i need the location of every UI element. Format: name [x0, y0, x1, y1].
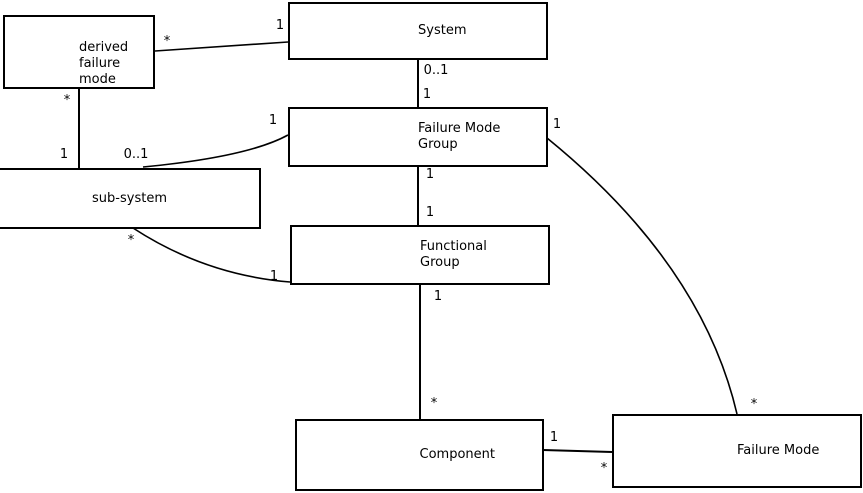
node-sub-system: sub-system	[0, 168, 261, 229]
node-derived-failure-mode: derived failure mode	[3, 15, 155, 89]
mult-sub-system-end-of-failure-mode-group-to-sub-system: 0..1	[123, 147, 149, 162]
node-system: System	[288, 2, 548, 60]
mult-component-end-of-functional-group-to-component: *	[430, 396, 438, 411]
mult-failure-mode-end-of-failure-mode-group-to-failure-mode: *	[750, 397, 758, 412]
mult-failure-mode-group-end-of-failure-mode-group-to-functional-group: 1	[425, 167, 435, 182]
mult-derived-failure-mode-end-of-derived-failure-mode-to-sub-system: *	[63, 93, 71, 108]
mult-failure-mode-end-of-component-to-failure-mode: *	[600, 461, 608, 476]
node-failure-mode-group-label: Failure Mode Group	[418, 121, 501, 152]
node-component: Component	[295, 419, 544, 491]
mult-system-end-of-system-to-failure-mode-group: 0..1	[423, 63, 449, 78]
node-system-label: System	[418, 23, 467, 38]
mult-sub-system-end-of-sub-system-to-functional-group: *	[127, 233, 135, 248]
node-component-label: Component	[419, 447, 495, 462]
mult-failure-mode-group-end-of-failure-mode-group-to-failure-mode: 1	[552, 117, 562, 132]
node-sub-system-label: sub-system	[92, 190, 167, 206]
node-derived-failure-mode-label: derived failure mode	[79, 40, 129, 87]
mult-system-end-of-system-to-derived-failure-mode: 1	[275, 18, 285, 33]
edge-line-component-to-failure-mode	[542, 449, 613, 453]
node-failure-mode: Failure Mode	[612, 414, 862, 488]
mult-sub-system-end-of-derived-failure-mode-to-sub-system: 1	[59, 147, 69, 162]
edge-line-sub-system-to-functional-group	[132, 227, 291, 283]
node-failure-mode-label: Failure Mode	[737, 443, 820, 458]
node-functional-group: Functional Group	[290, 225, 550, 285]
edge-line-failure-mode-group-to-failure-mode	[546, 137, 738, 415]
node-functional-group-label: Functional Group	[420, 239, 487, 270]
node-failure-mode-group: Failure Mode Group	[288, 107, 548, 167]
edge-line-system-to-derived-failure-mode	[154, 41, 289, 52]
mult-failure-mode-group-end-of-failure-mode-group-to-sub-system: 1	[268, 113, 278, 128]
mult-failure-mode-group-end-of-system-to-failure-mode-group: 1	[422, 87, 432, 102]
edge-line-failure-mode-group-to-sub-system	[142, 134, 289, 168]
mult-functional-group-end-of-failure-mode-group-to-functional-group: 1	[425, 205, 435, 220]
mult-functional-group-end-of-sub-system-to-functional-group: 1	[269, 269, 279, 284]
mult-component-end-of-component-to-failure-mode: 1	[549, 430, 559, 445]
mult-derived-failure-mode-end-of-system-to-derived-failure-mode: *	[163, 34, 171, 49]
mult-functional-group-end-of-functional-group-to-component: 1	[433, 289, 443, 304]
